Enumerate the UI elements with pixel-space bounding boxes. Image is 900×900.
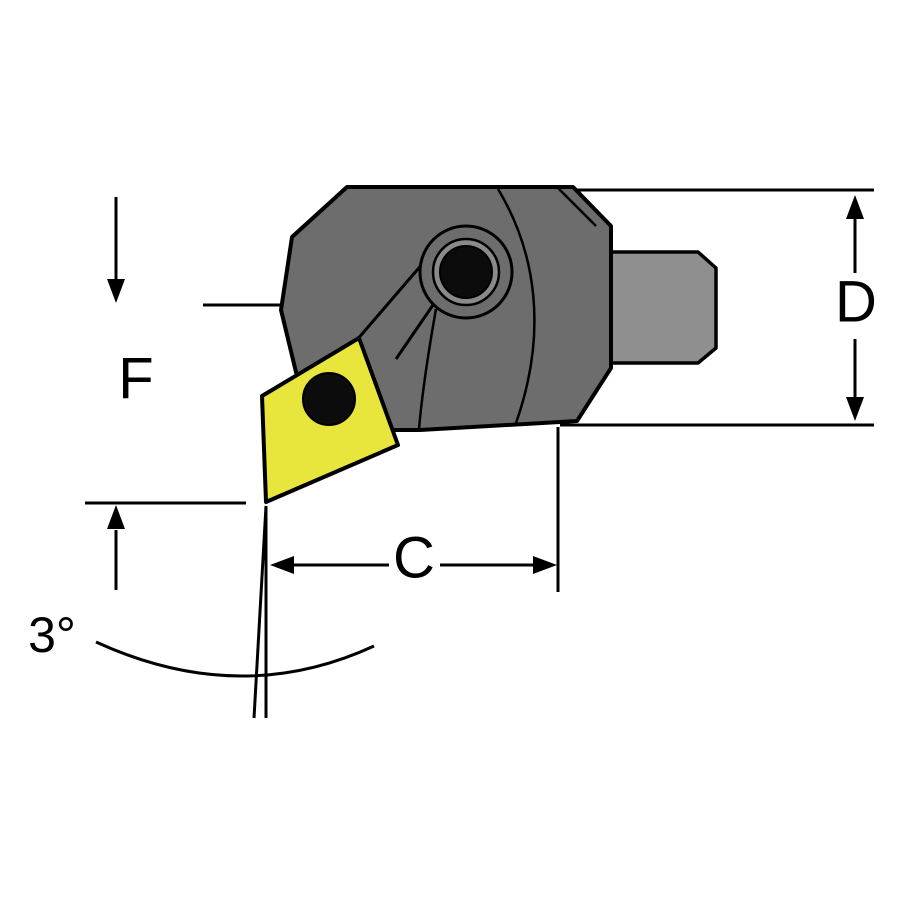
chamfer-detail-line bbox=[557, 187, 597, 227]
clamp-bottom-edge bbox=[394, 304, 435, 360]
dimension-f: F bbox=[85, 197, 283, 590]
dimension-d: D bbox=[560, 188, 877, 427]
dim-f-top-arrowhead-icon bbox=[107, 279, 125, 303]
pocket-boundary-line bbox=[417, 308, 438, 430]
tool-holder bbox=[260, 185, 718, 504]
clamp-top-edge bbox=[354, 261, 426, 342]
angle-annotation: 3° bbox=[28, 505, 375, 719]
dim-d-label: D bbox=[835, 269, 877, 334]
dim-c-left-arrowhead-icon bbox=[270, 556, 294, 574]
angle-arc bbox=[95, 640, 375, 678]
dim-f-bottom-arrowhead-icon bbox=[107, 505, 125, 529]
dim-c-label: C bbox=[393, 525, 435, 590]
angle-tilted-line bbox=[252, 505, 268, 719]
clamp-screw-head bbox=[439, 245, 493, 299]
angle-value-label: 3° bbox=[28, 607, 76, 663]
head-boundary-line bbox=[496, 188, 536, 424]
dim-c-right-arrowhead-icon bbox=[533, 556, 557, 574]
dim-d-bottom-arrowhead-icon bbox=[846, 397, 864, 421]
dim-d-top-arrowhead-icon bbox=[846, 195, 864, 219]
tool-shank bbox=[609, 250, 718, 365]
insert-hole bbox=[302, 372, 356, 426]
dim-f-label: F bbox=[118, 346, 153, 411]
dimension-c: C bbox=[270, 427, 560, 592]
